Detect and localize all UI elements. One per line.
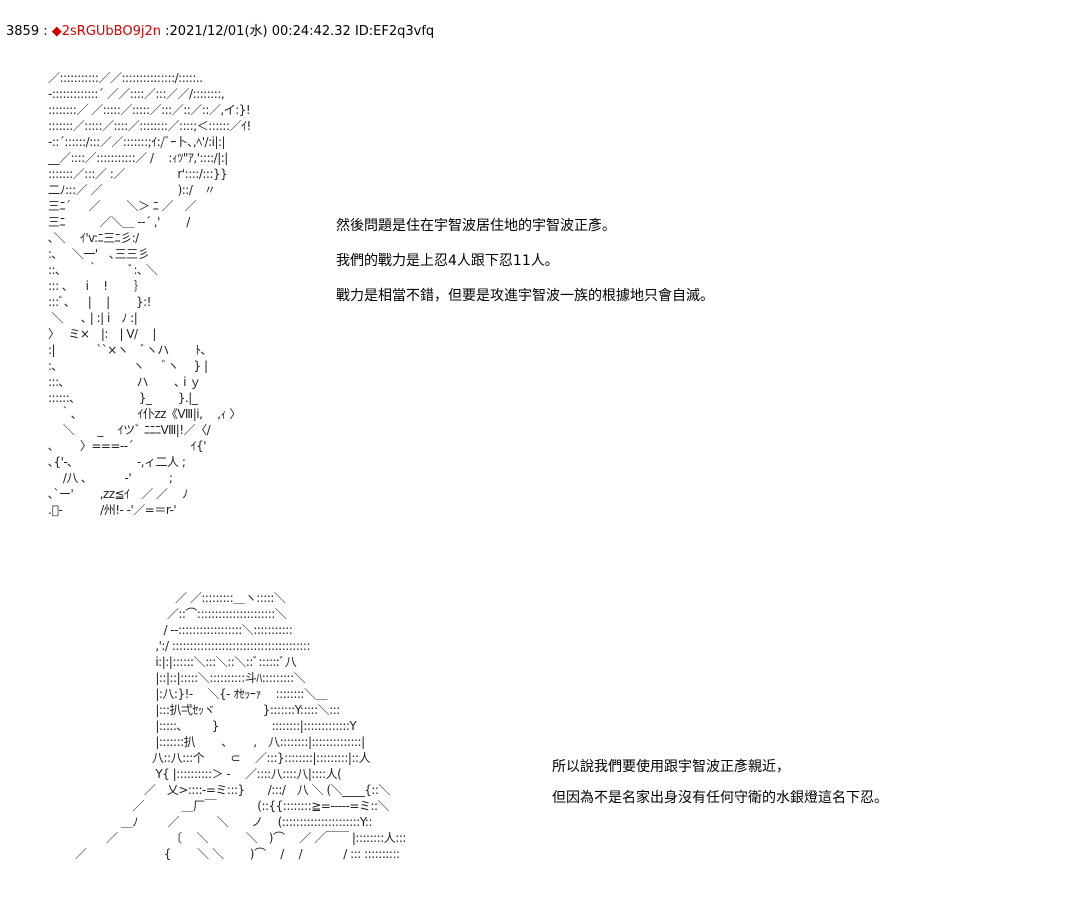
post-number: 3859 (6, 24, 40, 39)
narration-line: 戰力是相當不錯，但要是攻進宇智波一族的根據地只會自滅。 (336, 288, 714, 304)
ascii-art-figure-1: ／:::::::::::／／:::::::::::::::/:::::.. ‐:… (48, 71, 251, 517)
trip-diamond-icon: ◆ (51, 24, 62, 39)
narration-line: 然後問題是住在宇智波居住地的宇智波正彥。 (336, 218, 616, 234)
narration-line: 但因為不是名家出身沒有任何守衛的水銀燈這名下忍。 (552, 790, 888, 806)
poster-name[interactable]: 2sRGUbBO9j2n (61, 24, 161, 39)
narration-line: 所以說我們要使用跟宇智波正彥親近， (552, 759, 790, 775)
post-datetime: :2021/12/01(水) 00:24:42.32 (165, 24, 351, 39)
narration-block-1: 然後問題是住在宇智波居住地的宇智波正彥。 我們的戰力是上忍4人跟下忍11人。 戰… (336, 215, 714, 320)
poster-id: ID:EF2q3vfq (354, 24, 435, 39)
narration-line: 我們的戰力是上忍4人跟下忍11人。 (336, 253, 559, 269)
post-header: 3859 : ◆2sRGUbBO9j2n :2021/12/01(水) 00:2… (6, 20, 434, 39)
ascii-art-figure-2: ／ ／:::::::::＿ヽ:::::＼ ／::⌒:::::::::::::::… (74, 591, 407, 861)
narration-block-2: 所以說我們要使用跟宇智波正彥親近， 但因為不是名家出身沒有任何守衛的水銀燈這名下… (552, 756, 888, 818)
header-separator: : (43, 24, 48, 39)
